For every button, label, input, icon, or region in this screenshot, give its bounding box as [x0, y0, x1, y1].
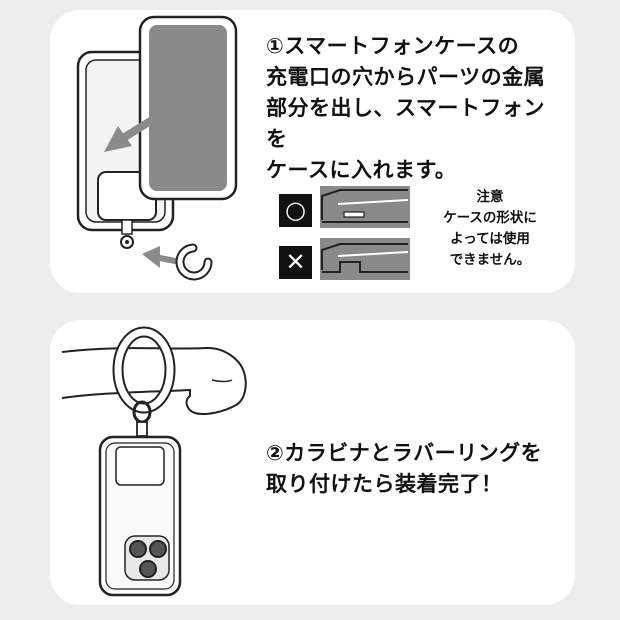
note-line: よっては使用 — [450, 231, 530, 247]
smartphone-illustration — [138, 15, 238, 201]
rubber-ring-icon — [175, 243, 213, 281]
note-line: ケースの形状に — [443, 210, 537, 226]
wrist-illustration — [61, 346, 247, 415]
ok-case-diagram — [320, 186, 410, 228]
caution-note: 注意 ケースの形状に よっては使用 できません。 — [430, 187, 550, 271]
step1-instruction: ①スマートフォンケースの 充電口の穴からパーツの金属 部分を出し、スマートフォン… — [266, 31, 566, 186]
ring-arrow-icon — [142, 246, 183, 268]
step1-line: 充電口の穴からパーツの金属 — [266, 65, 546, 89]
step2-line: 取り付けたら装着完了！ — [266, 472, 503, 496]
phone-with-case-illustration — [98, 435, 182, 597]
note-line: 注意 — [476, 189, 504, 205]
step2-instruction: ②カラビナとラバーリングを 取り付けたら装着完了！ — [266, 438, 566, 500]
insert-arrow-icon — [104, 111, 164, 152]
step1-line: 部分を出し、スマートフォンを — [266, 96, 545, 151]
step2-line: ②カラビナとラバーリングを — [266, 441, 543, 465]
step1-line: ①スマートフォンケースの — [266, 34, 520, 58]
note-line: できません。 — [449, 252, 531, 268]
ng-mark-icon: ✕ — [279, 246, 312, 279]
rubber-ring-worn-icon — [112, 326, 176, 414]
ng-case-diagram — [320, 238, 410, 280]
ok-mark-icon: ○ — [279, 194, 312, 227]
step1-line: ケースに入れます。 — [266, 158, 457, 182]
